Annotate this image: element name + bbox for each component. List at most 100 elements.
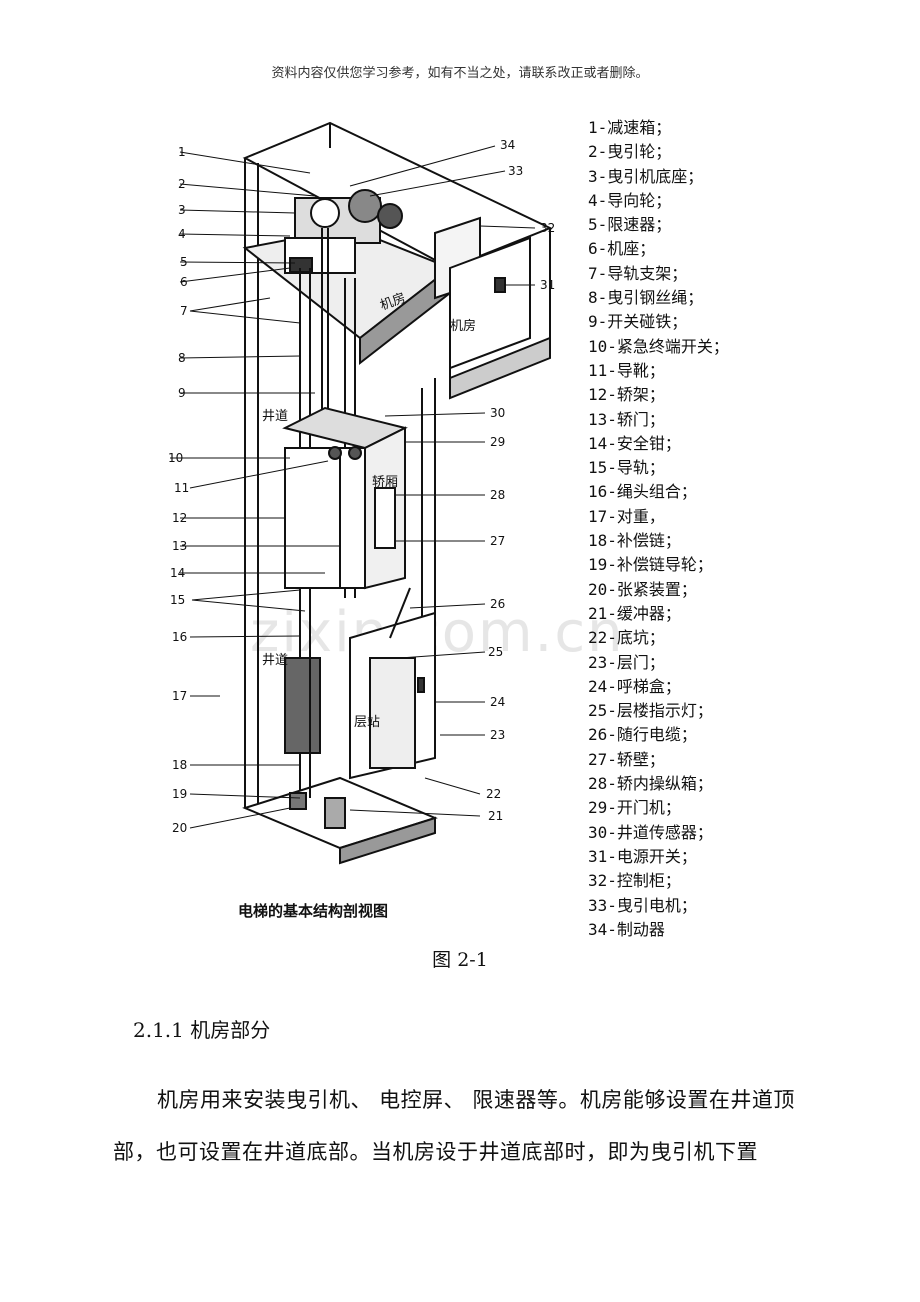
callout-line-3 [179,209,296,214]
legend-item: 17-对重， [588,506,665,526]
call-box [417,677,425,693]
legend-item: 18-补偿链； [588,531,681,551]
label-hoistway-top-text: 井道 [262,409,288,424]
car-frame [284,447,366,589]
callout-8: 8 [178,351,186,365]
legend-item: 8-曳引钢丝绳； [588,288,704,308]
brake [377,203,403,229]
legend-item: 16-绳头组合； [588,482,697,502]
body-paragraph: 机房用来安装曳引机、 电控屏、 限速器等。机房能够设置在井道顶部，也可设置在井道… [113,1088,795,1164]
callout-line-33 [369,170,506,197]
legend-item: 15-导轨； [588,458,665,478]
callout-19: 19 [172,787,187,801]
legend-item: 19-补偿链导轮； [588,555,713,575]
legend-item: 30-井道传感器； [588,822,713,842]
legend-item: 34-制动器 [588,919,665,939]
legend-item: 31-电源开关； [588,846,697,866]
callout-line-5 [179,261,296,264]
elevator-diagram: 1 2 3 4 5 6 7 8 9 10 11 12 13 14 15 16 1… [150,118,570,948]
callout-line-8 [179,355,301,359]
callout-33: 33 [508,164,523,178]
callout-5: 5 [180,255,188,269]
callout-line-30 [384,412,486,417]
callout-15: 15 [170,593,185,607]
callout-line-32 [479,225,536,229]
counterweight [284,657,321,754]
legend-item: 3-曳引机底座； [588,166,704,186]
callout-18: 18 [172,758,187,772]
label-machine-room-side: 机房 [450,318,476,334]
callout-7: 7 [180,304,188,318]
callout-line-2 [179,183,316,197]
callout-line-7a [189,297,271,312]
power-switch [494,277,506,293]
legend-item: 28-轿内操纵箱； [588,774,713,794]
legend-item: 5-限速器； [588,215,672,235]
callout-line-15b [191,599,306,612]
header-disclaimer: 资料内容仅供您学习参考，如有不当之处，请联系改正或者删除。 [271,66,649,81]
legend-item: 2-曳引轮； [588,142,672,162]
callout-line-25 [399,651,486,659]
legend-item: 10-紧急终端开关； [588,336,729,356]
callout-29: 29 [490,435,505,449]
callout-14: 14 [170,566,185,580]
elevator-cross-section-drawing: 1 2 3 4 5 6 7 8 9 10 11 12 13 14 15 16 1… [168,121,555,920]
callout-line-21 [349,809,481,817]
callout-line-20 [189,807,291,829]
callout-11: 11 [174,481,189,495]
callout-13: 13 [172,539,187,553]
watermark: zixin.com.cn [250,600,625,665]
callout-line-34 [349,145,496,187]
guide-shoe [328,446,342,460]
legend-item: 13-轿门； [588,409,665,429]
callout-line-4 [179,233,291,237]
legend-item: 29-开门机； [588,798,681,818]
legend-item: 11-导靴； [588,360,665,380]
legend-item: 27-轿壁； [588,749,665,769]
legend-item: 6-机座； [588,239,656,259]
traction-motor [348,189,382,223]
legend-item: 9-开关碰铁； [588,312,688,332]
label-landing: 层站 [354,715,380,730]
legend-item: 25-层楼指示灯； [588,701,713,721]
legend-item: 22-底坑； [588,628,665,648]
legend-item: 1-减速箱； [588,118,672,137]
legend-item: 32-控制柜； [588,871,681,891]
legend-item: 12-轿架； [588,385,665,405]
callout-1: 1 [178,145,186,159]
callout-line-16 [189,635,301,638]
travelling-cable [389,587,411,639]
label-hoistway-bottom-text: 井道 [262,653,288,668]
callout-25: 25 [488,645,503,659]
parts-legend: 1-减速箱；2-曳引轮；3-曳引机底座；4-导向轮；5-限速器；6-机座；7-导… [588,116,908,942]
section-heading: 2.1.1 机房部分 [133,1018,271,1042]
legend-item: 20-张紧装置； [588,579,697,599]
callout-line-19 [189,793,301,799]
label-car: 轿厢 [372,475,398,490]
callout-20: 20 [172,821,187,835]
legend-item: 33-曳引电机； [588,895,697,915]
callout-line-22 [424,777,481,795]
legend-item: 21-缓冲器； [588,603,681,623]
callout-line-1 [179,151,311,174]
legend-item: 23-层门； [588,652,665,672]
callout-34: 34 [500,138,515,152]
callout-31: 31 [540,278,555,292]
callout-line-7b [189,310,301,324]
callout-2: 2 [178,177,186,191]
machine-room-door-frame [449,236,531,370]
callout-10: 10 [168,451,183,465]
callout-30: 30 [490,406,505,420]
callout-12: 12 [172,511,187,525]
callout-26: 26 [490,597,505,611]
callout-4: 4 [178,227,186,241]
legend-item: 14-安全钳； [588,433,681,453]
figure-inner-title: 电梯的基本结构剖视图 [238,902,388,920]
callout-17: 17 [172,689,187,703]
callout-28: 28 [490,488,505,502]
legend-item: 24-呼梯盒； [588,676,681,696]
callout-32: 32 [540,221,555,235]
landing-door [369,657,416,769]
legend-item: 7-导轨支架； [588,263,688,283]
callout-16: 16 [172,630,187,644]
